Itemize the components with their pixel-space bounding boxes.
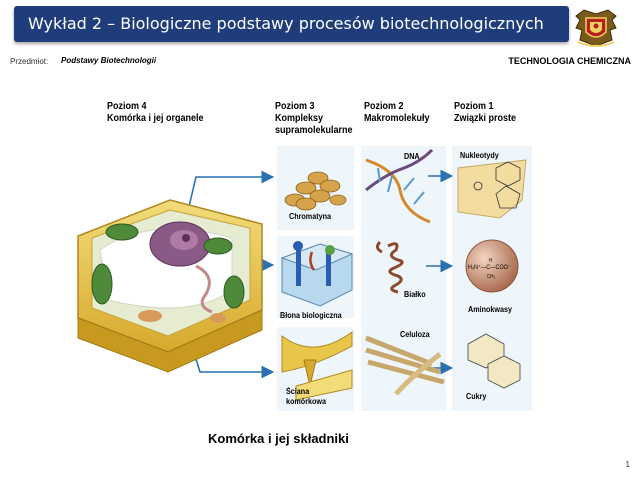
label-membrane: Błona biologiczna: [280, 311, 342, 320]
cell-wall-illustration: [281, 331, 353, 401]
chloroplast-2: [105, 223, 139, 241]
sugar-illustration: [467, 333, 521, 389]
label-dna: DNA: [404, 152, 420, 161]
level3-subtitle-2: supramolekularne: [275, 125, 353, 136]
nucleotide-illustration: [457, 159, 527, 219]
level4-heading: Poziom 4 Komórka i jej organele: [107, 101, 204, 125]
label-cell-wall-1: Ściana: [286, 387, 310, 396]
label-protein: Białko: [404, 290, 426, 299]
dna-illustration: [365, 148, 434, 224]
subject-label: Przedmiot:: [10, 57, 49, 66]
subject-value: Podstawy Biotechnologii: [61, 56, 157, 65]
level4-title: Poziom 4: [107, 101, 147, 112]
level2-subtitle: Makromolekuły: [364, 113, 430, 124]
chloroplast-3: [223, 275, 245, 309]
amino-acid-ball: [465, 239, 519, 293]
level2-heading: Poziom 2 Makromolekuły: [364, 101, 430, 125]
level1-title: Poziom 1: [454, 101, 494, 112]
level3-subtitle-1: Kompleksy: [275, 113, 324, 124]
level3-title: Poziom 3: [275, 101, 315, 112]
level1-subtitle: Związki proste: [454, 113, 517, 124]
chloroplast-1: [91, 263, 113, 305]
membrane-illustration: [280, 241, 354, 307]
level1-heading: Poziom 1 Związki proste: [454, 101, 516, 125]
level2-title: Poziom 2: [364, 101, 404, 112]
title-bar: Wykład 2 – Biologiczne podstawy procesów…: [14, 6, 569, 42]
level3-heading: Poziom 3 Kompleksy supramolekularne: [275, 101, 353, 137]
university-crest-icon: [575, 9, 617, 47]
label-nucleotides: Nukleotydy: [460, 151, 499, 160]
level4-subtitle: Komórka i jej organele: [107, 113, 204, 124]
label-sugars: Cukry: [466, 392, 487, 401]
slide-title: Wykład 2 – Biologiczne podstawy procesów…: [28, 14, 544, 33]
amino-acid-r: CH₃: [487, 274, 496, 280]
label-chromatin: Chromatyna: [289, 212, 332, 221]
label-cell-wall: Ściana komórkowa: [286, 387, 326, 407]
chloroplast-4: [203, 237, 233, 255]
macromolecule-panel: [361, 146, 446, 411]
cellulose-illustration: [365, 335, 445, 396]
chromatin-illustration: [284, 171, 347, 211]
label-cell-wall-2: komórkowa: [286, 397, 327, 406]
figure-caption: Komórka i jej składniki: [208, 431, 349, 446]
plant-cell-illustration: [77, 199, 263, 373]
department-label: TECHNOLOGIA CHEMICZNA: [508, 56, 631, 66]
amino-acid-h: H: [489, 258, 493, 264]
page-number: 1: [625, 460, 630, 469]
protein-illustration: [375, 240, 404, 294]
label-cellulose: Celuloza: [400, 330, 430, 339]
label-amino-acids: Aminokwasy: [468, 305, 513, 314]
amino-acid-formula: H₃N⁺—C—COO⁻: [468, 265, 511, 271]
